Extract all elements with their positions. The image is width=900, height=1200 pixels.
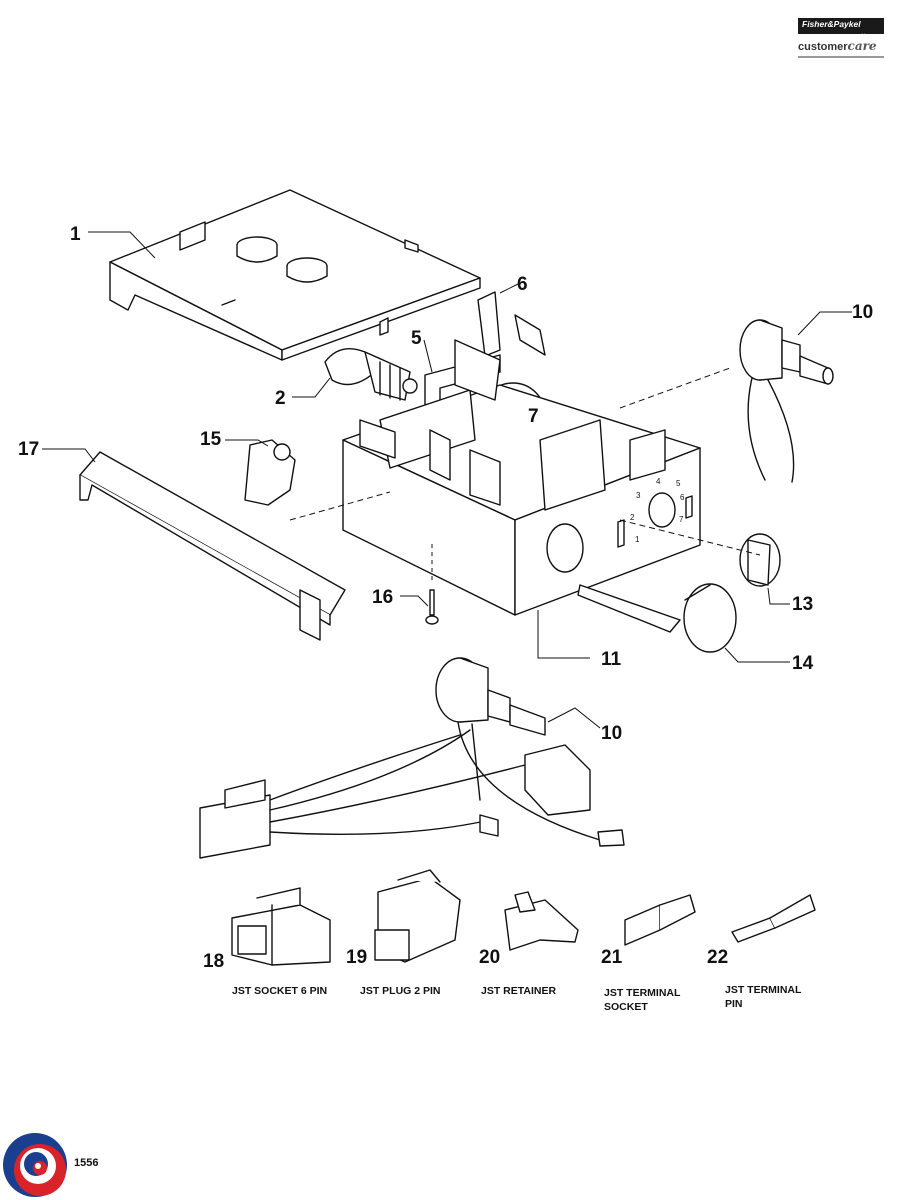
thermostat-lower-harness <box>199 657 625 859</box>
callout-17: 17 <box>18 439 39 460</box>
thermostat-upper <box>739 319 834 483</box>
lamp <box>324 348 418 401</box>
jst-retainer-illustration <box>504 891 579 951</box>
service-logo <box>3 1133 67 1197</box>
callout-11: 11 <box>601 649 622 670</box>
callout-10-upper: 10 <box>852 302 873 323</box>
clip <box>244 439 296 506</box>
knob <box>739 533 781 587</box>
brand-name: Fisher&Paykel appliances <box>798 18 884 37</box>
dial-number-1: 1 <box>635 535 640 544</box>
jst-plug-2pin-illustration <box>374 869 461 963</box>
cover-lid <box>109 189 481 361</box>
callout-19: 19 <box>346 947 367 968</box>
jst-terminal-pin-illustration <box>731 894 816 943</box>
customer-care-suffix: care <box>847 39 877 53</box>
callout-13: 13 <box>792 594 813 615</box>
label-jst-plug-2-pin: JST PLUG 2 PIN <box>360 985 441 997</box>
brand-logo: Fisher&Paykel appliances customercare <box>798 18 884 60</box>
dial-number-3: 3 <box>636 491 641 500</box>
customer-care-mark: customercare <box>798 38 884 58</box>
callout-21: 21 <box>601 947 623 968</box>
callout-10-lower: 10 <box>601 723 622 744</box>
dial-number-2: 2 <box>630 513 635 522</box>
rail <box>79 451 346 641</box>
leader-lines <box>42 231 852 729</box>
main-housing <box>342 339 701 616</box>
jst-socket-6pin-illustration <box>231 887 331 966</box>
dial-number-7: 7 <box>679 515 684 524</box>
callout-7: 7 <box>528 406 539 427</box>
label-jst-retainer: JST RETAINER <box>481 985 557 997</box>
customer-care-prefix: customer <box>798 41 848 53</box>
document-number: 1556 <box>74 1157 99 1169</box>
callout-22: 22 <box>707 947 728 968</box>
callout-6: 6 <box>517 274 528 295</box>
label-jst-socket-6-pin: JST SOCKET 6 PIN <box>232 985 328 997</box>
dial-number-4: 4 <box>656 477 661 486</box>
callout-14: 14 <box>792 653 814 674</box>
callout-18: 18 <box>203 951 224 972</box>
callout-numbers: 1 2 5 6 7 10 10 11 13 14 15 16 17 18 19 … <box>18 224 873 972</box>
callout-15: 15 <box>200 429 222 450</box>
dial-number-5: 5 <box>676 479 681 488</box>
callout-1: 1 <box>70 224 81 245</box>
callout-5: 5 <box>411 328 422 349</box>
brand-name-text: Fisher&Paykel <box>802 19 861 29</box>
jst-terminal-socket-illustration <box>624 894 696 946</box>
label-jst-terminal-socket: JST TERMINAL SOCKET <box>604 987 681 1013</box>
callout-20: 20 <box>479 947 500 968</box>
screw <box>425 589 439 625</box>
label-jst-terminal-pin: JST TERMINAL PIN <box>725 984 802 1010</box>
switch-rod <box>577 583 737 653</box>
callout-2: 2 <box>275 388 286 409</box>
brand-tagline: appliances <box>851 32 882 37</box>
callout-16: 16 <box>372 587 393 608</box>
dial-number-6: 6 <box>680 493 685 502</box>
dial-numbers: 1 2 3 4 5 6 7 <box>630 477 685 544</box>
